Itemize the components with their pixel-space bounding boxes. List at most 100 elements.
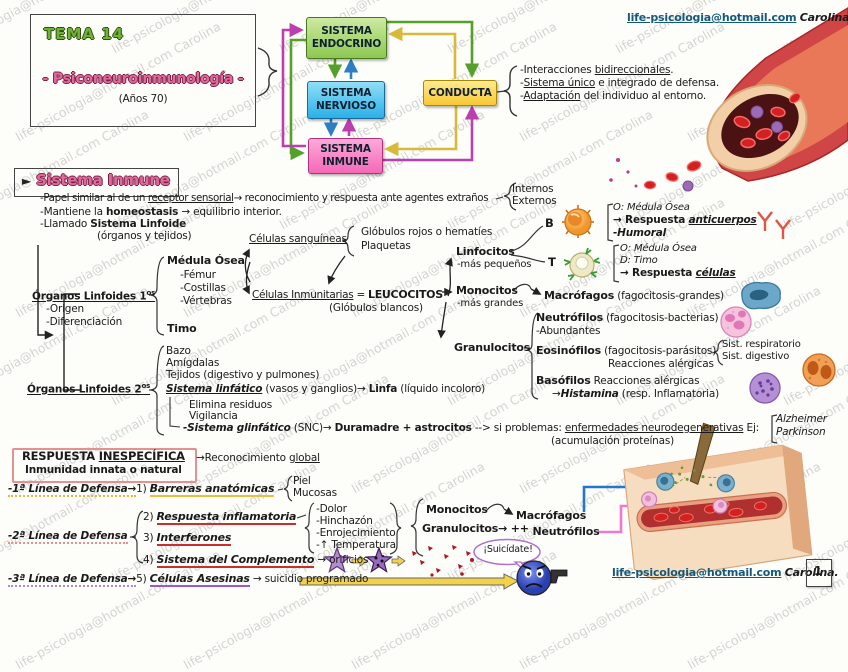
medula-osea-label: Médula Ósea — [167, 254, 245, 267]
splinter-icon — [689, 422, 716, 485]
sistema-inmune-title-box — [14, 168, 179, 197]
celulas-sanguineas-label: Células sanguíneas — [249, 233, 347, 245]
email-link-top[interactable]: life-psicologia@hotmail.com — [627, 11, 797, 24]
organos-linfoides-1-label: Órganos Linfoides 1os — [32, 289, 156, 303]
macrofagos-line: Macrófagos (fagocitosis-grandes) — [544, 289, 724, 302]
piel-item: Piel — [293, 475, 311, 487]
debris-particles-icon — [412, 545, 474, 577]
sistema-linfatico-line: Sistema linfático (vasos y ganglios)→ Li… — [166, 383, 486, 395]
tejidos-item: Tejidos (digestivo y pulmones) — [166, 369, 320, 381]
tema-flow-brace — [257, 47, 278, 97]
hinchazon-item: -Hinchazón — [316, 515, 373, 527]
organos-linfoides-2-label: Órganos Linfoides 2os — [27, 382, 151, 396]
sist-respiratorio-item: Sist. respiratorio — [722, 339, 801, 350]
monocitos-label: Monocitos — [456, 284, 518, 297]
eosinophil-icon — [802, 353, 836, 387]
parkinson-item: Parkinson — [776, 426, 826, 438]
respuesta-inespecifica-title: RESPUESTA INESPECÍFICA — [22, 449, 185, 463]
author-name-top: Carolina. — [799, 11, 848, 24]
sistema-linfoide-line: -Llamado Sistema Linfoide — [40, 218, 187, 230]
timo-label: Timo — [167, 322, 197, 335]
neutrofilos-line: Neutrófilos (fagocitosis-bacterias) — [536, 311, 719, 324]
monocitos-sub: -más grandes — [457, 298, 524, 309]
respuesta-inespecifica-box — [12, 448, 197, 483]
b-humoral-line: -Humoral — [613, 227, 667, 239]
dolor-item: -Dolor — [316, 503, 347, 515]
complement-star-holes-icon — [364, 546, 394, 573]
suicidate-bubble-text: ¡Suicídate! — [483, 544, 533, 555]
note-sistema-unico: -Sistema único e integrado de defensa. — [520, 77, 720, 89]
reconocimiento-global-line: →Reconocimiento global — [196, 452, 320, 464]
b-respuesta-line: → Respuesta anticuerpos — [613, 214, 757, 226]
skin-macrophage-icon — [656, 472, 735, 493]
page-number: 1 — [813, 564, 823, 578]
alzheimer-item: Alzheimer — [776, 413, 827, 425]
macrophage-icon — [741, 281, 781, 310]
neutrofilos-sub: -Abundantes — [536, 325, 601, 337]
skin-neutrophil-icon — [641, 491, 728, 514]
globulos-blancos-note: (Glóbulos blancos) — [329, 302, 423, 314]
email-link-bottom[interactable]: life-psicologia@hotmail.com — [612, 566, 782, 579]
granulocitos-bottom-line: Granulocitos→ ++ Neutrófilos — [422, 522, 600, 538]
notes-brace — [503, 65, 518, 117]
agente-externo: Externos — [512, 195, 557, 207]
note-interacciones: -Interacciones bidireccionales. — [520, 64, 674, 76]
tema-label: TEMA 14 — [44, 25, 125, 43]
b-cell-icon — [562, 205, 594, 238]
elimina-residuos-item: Elimina residuos — [189, 399, 272, 411]
interferones-line: 3) Interferones — [143, 531, 232, 546]
origen-item: -Origen — [46, 303, 84, 315]
author-name-bottom: Carolina. — [784, 566, 839, 579]
globulos-rojos-item: Glóbulos rojos o hematíes — [361, 226, 493, 238]
note-adaptacion: -Adaptación del individuo al entorno. — [520, 90, 707, 102]
bazo-item: Bazo — [166, 345, 191, 357]
histamina-line: →Histamina (resp. Inflamatoria) — [552, 388, 720, 400]
b-origen-line: O: Médula Ósea — [613, 202, 690, 213]
blood-vessel-illustration — [609, 7, 848, 192]
page-number-box — [806, 559, 832, 587]
gun-icon — [550, 569, 568, 584]
papel-receptor-line: -Papel similar al de un receptor sensori… — [40, 192, 489, 204]
celulas-inmunitarias-line: Células Inmunitarias = LEUCOCITOS — [252, 288, 443, 301]
title-years: (Años 70) — [118, 93, 168, 105]
organos-tejidos-note: (órganos y tejidos) — [97, 230, 192, 242]
linea-defensa-2-label: -2ª Línea de Defensa — [8, 530, 128, 544]
linfocito-b-label: B — [545, 216, 554, 230]
plaquetas-item: Plaquetas — [361, 240, 411, 252]
amigdalas-item: Amígdalas — [166, 357, 220, 369]
t-origen-line: O: Médula Ósea — [620, 243, 697, 254]
costillas-item: -Costillas — [180, 282, 226, 294]
temperatura-item: -↑ Temperatura — [316, 539, 396, 551]
linea-defensa-1-line: -1ª Línea de Defensa→1) Barreras anatómi… — [8, 482, 275, 497]
femur-item: -Fémur — [180, 269, 216, 281]
t-cell-icon — [563, 247, 601, 281]
mucosas-item: Mucosas — [293, 487, 337, 499]
granulocitos-label: Granulocitos — [454, 341, 531, 354]
diferenciacion-item: -Diferenciación — [46, 316, 123, 328]
footer-contact: life-psicologia@hotmail.com Carolina. — [612, 566, 839, 580]
sistema-complemento-line: 4) Sistema del Complemento → orificios — [143, 553, 369, 568]
linfocitos-label: Linfocitos — [456, 245, 515, 258]
flow-box-sistema-inmune: SISTEMA INMUNE — [308, 138, 383, 174]
suicide-emoji-icon — [473, 538, 568, 596]
linfocito-t-label: T — [548, 255, 556, 269]
respuesta-inflamatoria-line: 2) Respuesta inflamatoria — [143, 510, 297, 525]
vigilancia-item: Vigilancia — [189, 410, 238, 422]
basofilos-line: Basófilos Reacciones alérgicas — [536, 374, 700, 387]
acumulacion-note: (acumulación proteínas) — [551, 435, 675, 447]
t-respuesta-line: → Respuesta células — [620, 267, 736, 279]
flow-box-sistema-nervioso: SISTEMA NERVIOSO — [307, 81, 385, 119]
page-title: - Psiconeuroinmunología - — [42, 71, 244, 87]
flow-box-conducta: CONDUCTA — [423, 80, 497, 106]
connector-and-illustration-layer — [37, 7, 848, 596]
antibodies-icon — [757, 211, 791, 239]
monocitos-bottom-label: Monocitos — [426, 503, 488, 516]
homeostasis-line: -Mantiene la homeostasis → equilibrio in… — [40, 206, 282, 218]
flow-box-sistema-endocrino: SISTEMA ENDOCRINO — [306, 17, 387, 59]
header-contact: life-psicologia@hotmail.com Carolina. — [627, 11, 848, 25]
basophil-icon — [749, 372, 781, 404]
tema-title-box — [30, 14, 256, 127]
enrojecimiento-item: -Enrojecimiento — [316, 527, 396, 539]
complement-star-icon — [322, 546, 352, 573]
linfocitos-sub: -más pequeños — [457, 259, 532, 270]
